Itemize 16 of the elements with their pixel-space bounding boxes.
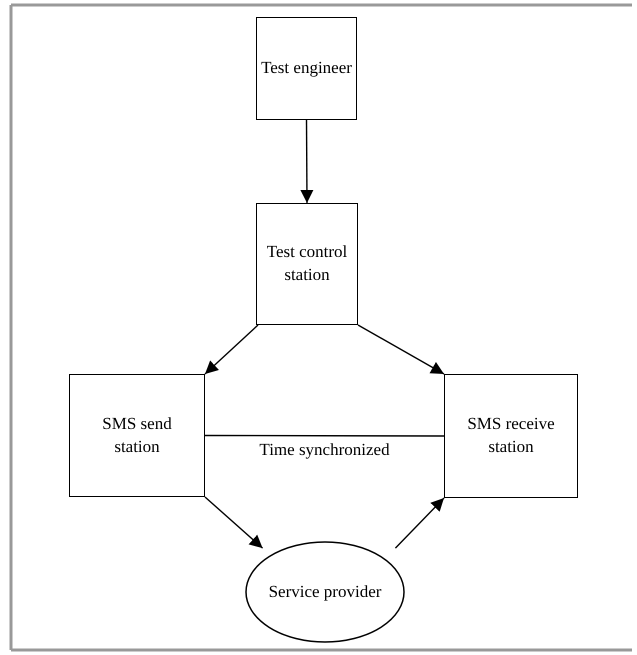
arrow	[394, 498, 444, 549]
node-label: Test engineer	[261, 57, 352, 80]
arrow	[300, 120, 314, 203]
process-box	[256, 17, 357, 120]
arrow	[204, 324, 259, 375]
node-label: SMS receive station	[466, 413, 556, 458]
process-box	[69, 374, 205, 497]
arrow	[358, 324, 444, 375]
ellipse-node	[245, 541, 405, 643]
node-label: SMS send station	[101, 412, 173, 458]
process-box	[256, 203, 358, 325]
process-box	[444, 374, 578, 498]
node-label: Test control station	[266, 241, 348, 286]
arrow	[204, 496, 264, 549]
connector-line	[205, 434, 444, 437]
node-label: Service provider	[268, 580, 382, 603]
